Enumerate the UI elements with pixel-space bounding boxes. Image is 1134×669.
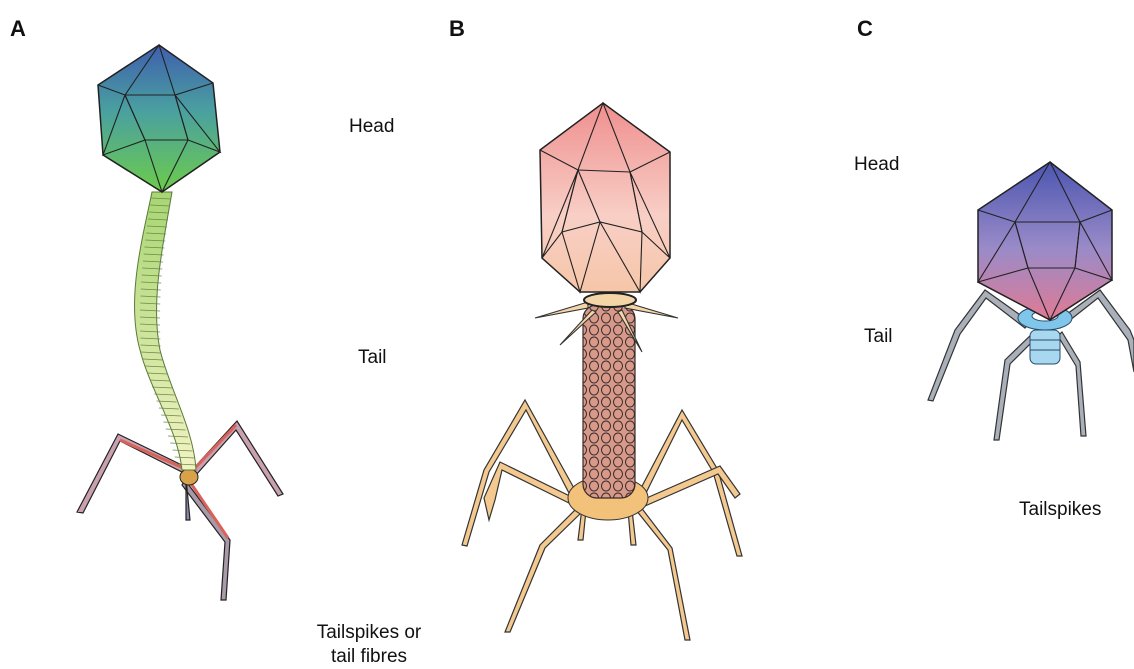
panel-a-tail-label: Tail <box>358 346 387 370</box>
panel-a-base-label-line2: tail fibres <box>306 645 432 669</box>
phage-b-head <box>540 103 670 292</box>
panel-a-base-label: Tailspikes or tail fibres <box>306 621 432 669</box>
phage-b <box>462 103 742 640</box>
panel-c-letter: C <box>857 16 873 42</box>
panel-b-letter: B <box>449 16 465 42</box>
phage-a <box>77 45 283 600</box>
panel-a-letter: A <box>10 16 26 42</box>
panel-a-head-label: Head <box>349 115 394 139</box>
phage-a-baseplate <box>180 469 198 485</box>
panel-c-tail-label: Tail <box>864 325 893 349</box>
panel-c-head-label: Head <box>854 153 899 177</box>
phage-c <box>928 162 1134 440</box>
phage-a-head <box>98 45 220 192</box>
phage-b-tail-sheath <box>583 305 635 498</box>
phage-b-collar <box>584 293 636 307</box>
panel-a-base-label-line1: Tailspikes or <box>306 621 432 645</box>
panel-c-base-label: Tailspikes <box>1019 498 1101 522</box>
